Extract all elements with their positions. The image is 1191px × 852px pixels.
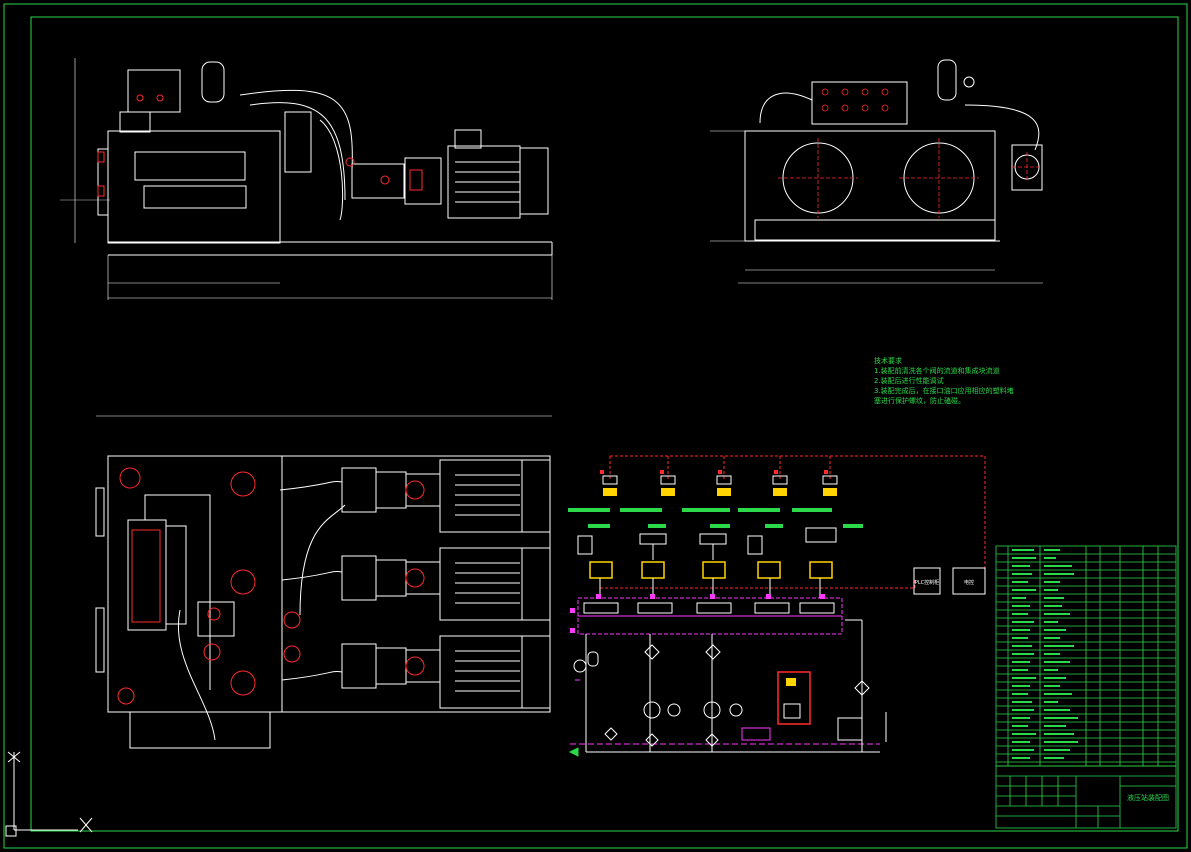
side-view-centerlines — [778, 138, 1042, 218]
side-view — [710, 59, 1043, 284]
relief-valve-block — [741, 671, 887, 742]
pump-motor-symbols — [573, 644, 870, 747]
directional-valves — [583, 602, 835, 614]
electric-box-label: 电控 — [964, 579, 974, 586]
supply-lines — [585, 578, 880, 753]
actuator-label-bars — [568, 508, 863, 528]
control-boxes: PLC控制柜 电控 — [913, 567, 986, 595]
check-valve-symbol — [568, 747, 579, 757]
title-block-drawing-name: 液压站装配图 — [1127, 794, 1169, 802]
side-view-valve-stack — [821, 88, 889, 112]
parts-list — [995, 545, 1177, 767]
technical-requirements-heading: 技术要求 — [874, 357, 902, 365]
ucs-icon — [5, 751, 93, 837]
front-view-red-fittings — [60, 94, 423, 201]
technical-requirements: 技术要求 1.装配前清洗各个阀的流道和集成块流道 2.装配后进行性能调试 3.装… — [874, 356, 1014, 406]
technical-requirement-item: 2.装配后进行性能调试 — [874, 377, 944, 385]
technical-requirement-item: 3.装配完成后，在接口油口应用相应的塑料堵 — [874, 387, 1014, 395]
manifold-block — [570, 597, 880, 745]
valve-blocks — [589, 561, 833, 579]
plan-view — [95, 415, 552, 749]
technical-requirement-item: 1.装配前清洗各个阀的流道和集成块流道 — [874, 367, 1000, 375]
plan-view-pump-units — [341, 467, 520, 692]
front-view — [74, 58, 553, 300]
drawing-frame — [30, 16, 1179, 832]
title-block — [995, 765, 1177, 829]
hydraulic-schematic: PLC控制柜 电控 — [568, 455, 986, 757]
pressure-sensors — [602, 475, 838, 496]
technical-requirement-item: 塞进行保护螺纹，防止磕碰。 — [874, 397, 965, 405]
outer-border — [3, 3, 1188, 849]
parts-list-entries — [1012, 549, 1078, 759]
plc-box-label: PLC控制柜 — [915, 579, 939, 586]
manifold-markers — [570, 470, 828, 633]
actuators — [577, 527, 837, 560]
plan-view-red-flanges — [117, 467, 425, 705]
